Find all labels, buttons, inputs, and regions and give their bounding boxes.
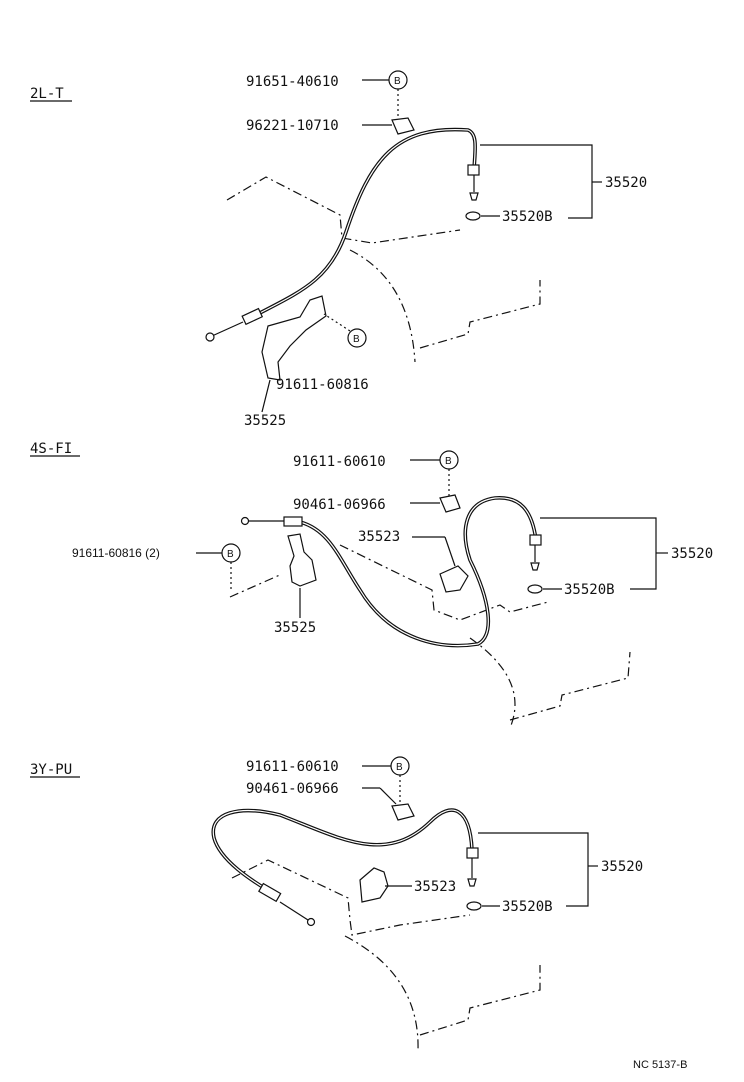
part-number: 35520 — [605, 175, 647, 191]
cable-adjuster — [241, 307, 264, 326]
cable-end — [530, 562, 540, 571]
housing-outline — [339, 544, 549, 621]
cable-end-fitting — [529, 534, 542, 546]
part-number: 90461-06966 — [246, 781, 339, 797]
housing-curve — [469, 637, 516, 729]
cable-pedal-end — [205, 332, 215, 342]
bolt-b-symbol — [347, 328, 367, 348]
svg-text:B: B — [394, 76, 401, 87]
housing-base — [419, 280, 541, 349]
cable-end — [467, 878, 477, 887]
clamp-part — [439, 494, 461, 513]
svg-text:B: B — [353, 334, 360, 345]
cable-end — [469, 192, 479, 201]
part-number: 96221-10710 — [246, 118, 339, 134]
part-number: 91611-60816 — [276, 377, 369, 393]
housing-base — [509, 651, 631, 721]
svg-text:B: B — [227, 549, 234, 560]
throttle-cable — [254, 127, 477, 317]
cable-end-fitting — [466, 847, 479, 859]
cable-adjuster — [258, 882, 282, 903]
section-3y-pu: 3Y-PU B 91611-60610 90461-06966 35520 35… — [30, 756, 643, 1051]
part-number: 35525 — [274, 620, 316, 636]
part-number: 91611-60610 — [293, 454, 386, 470]
part-number: 35525 — [244, 413, 286, 429]
cable-clip — [465, 211, 481, 221]
throttle-cable — [298, 496, 538, 648]
section-4s-fi: 4S-FI B B 91611-60610 90461-06966 91611-… — [30, 441, 713, 729]
engine-label: 3Y-PU — [30, 762, 72, 778]
cable-clip — [466, 901, 482, 911]
part-number: 91611-60610 — [246, 759, 339, 775]
housing-base — [419, 965, 541, 1036]
engine-label: 4S-FI — [30, 441, 72, 457]
cable-clip — [527, 584, 543, 594]
svg-text:B: B — [445, 456, 452, 467]
svg-text:B: B — [396, 762, 403, 773]
bracket-part — [261, 295, 327, 381]
group-bracket — [478, 832, 589, 907]
housing-outline — [231, 859, 471, 936]
part-number: 90461-06966 — [293, 497, 386, 513]
housing-curve — [349, 249, 416, 363]
cable-end-fitting — [467, 164, 480, 176]
part-number: 91651-40610 — [246, 74, 339, 90]
cable-pedal-end — [240, 516, 250, 526]
clamp-part — [391, 117, 415, 135]
part-number: 35523 — [414, 879, 456, 895]
bracket-small-part — [439, 565, 469, 593]
group-bracket — [540, 517, 657, 590]
housing-outline — [226, 176, 461, 244]
part-number: 35520B — [564, 582, 615, 598]
bracket-small-part — [359, 867, 389, 903]
part-number: 35520B — [502, 209, 553, 225]
part-number: 91611-60816 (2) — [72, 546, 160, 560]
housing-curve — [344, 935, 419, 1051]
section-2l-t: 2L-T B B 91651-40610 96221-10710 — [30, 70, 647, 429]
clamp-part — [391, 803, 415, 821]
part-number: 35520 — [601, 859, 643, 875]
group-bracket — [480, 144, 593, 219]
bracket-part — [287, 533, 317, 587]
part-number: 35523 — [358, 529, 400, 545]
cable-pedal-end — [306, 917, 316, 927]
part-number: 35520 — [671, 546, 713, 562]
figure-code: NC 5137-B — [633, 1059, 687, 1071]
engine-label: 2L-T — [30, 86, 64, 102]
part-number: 35520B — [502, 899, 553, 915]
cable-adjuster — [283, 516, 303, 527]
